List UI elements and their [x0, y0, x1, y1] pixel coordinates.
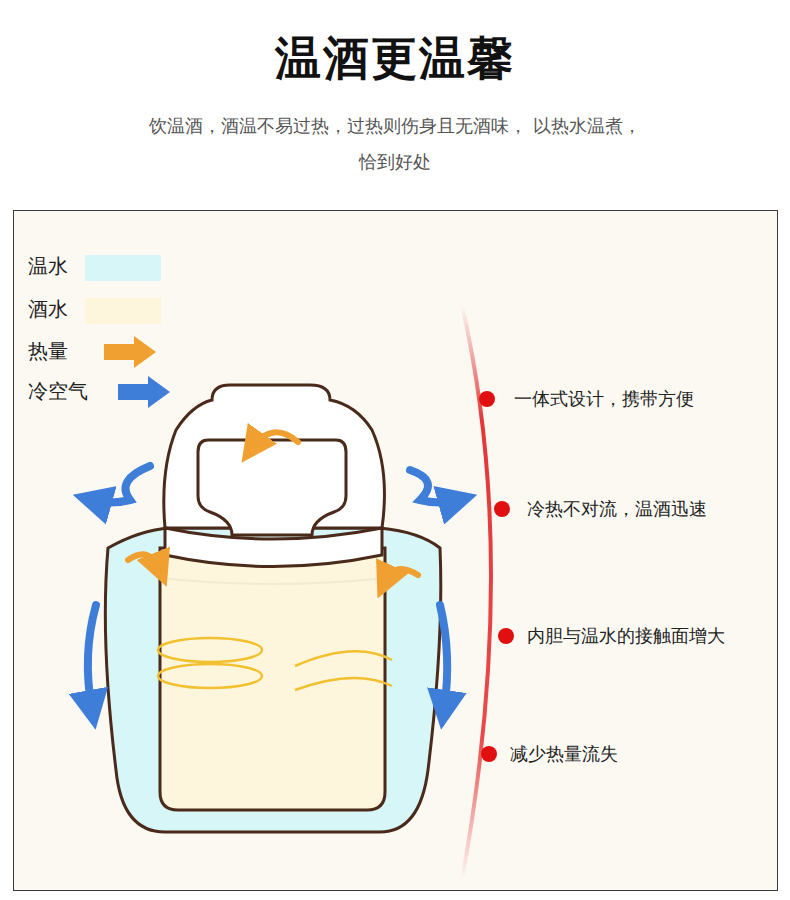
heat-arrow-icon — [104, 336, 156, 368]
caption-text: 饮温酒，酒温不易过热，过热则伤身且无酒味， 以热水温煮，恰到好处 — [145, 108, 645, 180]
legend-swatch — [85, 298, 161, 324]
feature-note: 减少热量流失 — [510, 742, 618, 766]
legend-label: 热量 — [28, 338, 68, 365]
feature-note: 一体式设计，携带方便 — [514, 387, 694, 411]
page-title: 温酒更温馨 — [0, 28, 790, 90]
feature-note: 内胆与温水的接触面增大 — [527, 624, 725, 648]
legend-label: 温水 — [28, 253, 68, 280]
feature-note: 冷热不对流，温酒迅速 — [527, 497, 707, 521]
legend-label: 酒水 — [28, 296, 68, 323]
legend-label: 冷空气 — [28, 378, 88, 405]
cold-arrow-icon — [118, 376, 170, 408]
legend-swatch — [85, 255, 161, 281]
